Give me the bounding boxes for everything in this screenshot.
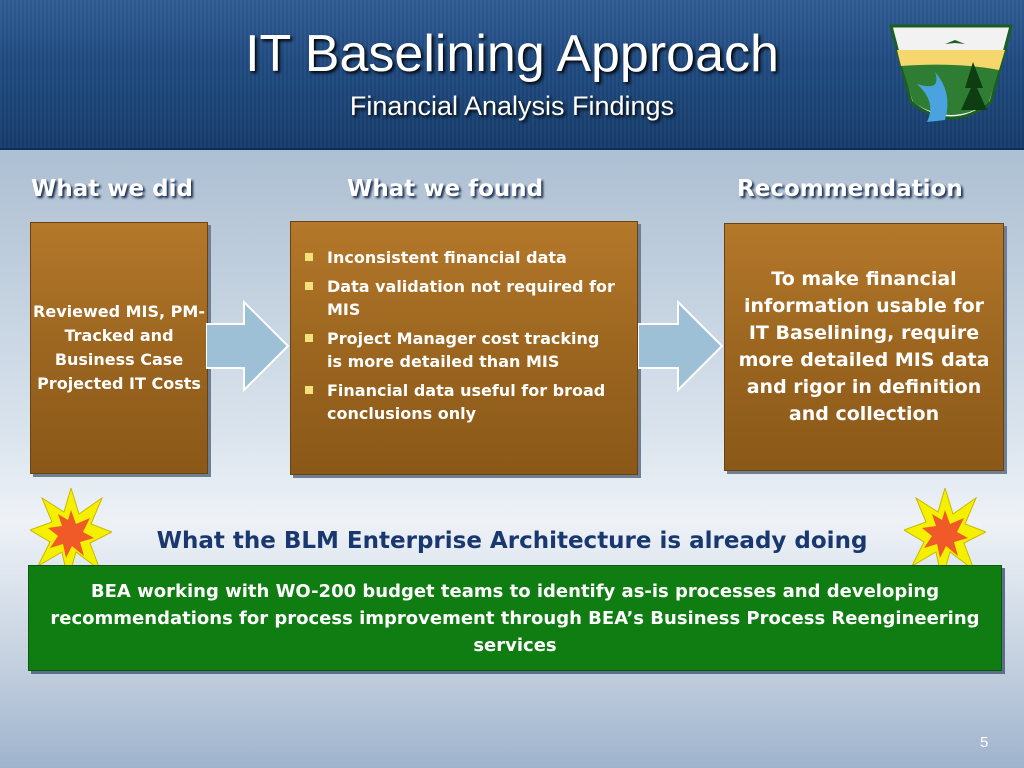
slide-subtitle: Financial Analysis Findings <box>349 91 675 121</box>
what-we-did-heading: What we did <box>31 176 193 202</box>
ea-activity-text: BEA working with WO-200 budget teams to … <box>50 580 980 656</box>
finding-item: Inconsistent financial data <box>305 246 619 269</box>
starburst-icon <box>30 488 112 580</box>
slide-header: IT Baselining Approach Financial Analysi… <box>0 0 1024 150</box>
finding-item: Data validation not required for MIS <box>305 275 619 321</box>
what-we-found-heading: What we found <box>347 176 544 202</box>
what-we-found-box: Inconsistent financial data Data validat… <box>290 221 638 475</box>
finding-item: Project Manager cost tracking is more de… <box>305 327 619 373</box>
finding-item: Financial data useful for broad conclusi… <box>305 379 619 425</box>
page-number: 5 <box>980 734 989 751</box>
recommendation-heading: Recommendation <box>737 176 963 202</box>
slide-title: IT Baselining Approach <box>245 25 779 83</box>
recommendation-box: To make financial information usable for… <box>724 223 1004 471</box>
what-we-did-text: Reviewed MIS, PM-Tracked and Business Ca… <box>33 302 205 393</box>
arrow-right-icon <box>638 300 724 392</box>
recommendation-text: To make financial information usable for… <box>738 268 990 425</box>
starburst-icon <box>904 488 986 580</box>
ea-activity-box: BEA working with WO-200 budget teams to … <box>28 565 1002 671</box>
what-we-did-box: Reviewed MIS, PM-Tracked and Business Ca… <box>30 222 208 474</box>
blm-logo-icon <box>889 24 1013 122</box>
findings-list: Inconsistent financial data Data validat… <box>291 222 637 425</box>
arrow-right-icon <box>206 300 290 392</box>
ea-heading: What the BLM Enterprise Architecture is … <box>156 528 868 554</box>
